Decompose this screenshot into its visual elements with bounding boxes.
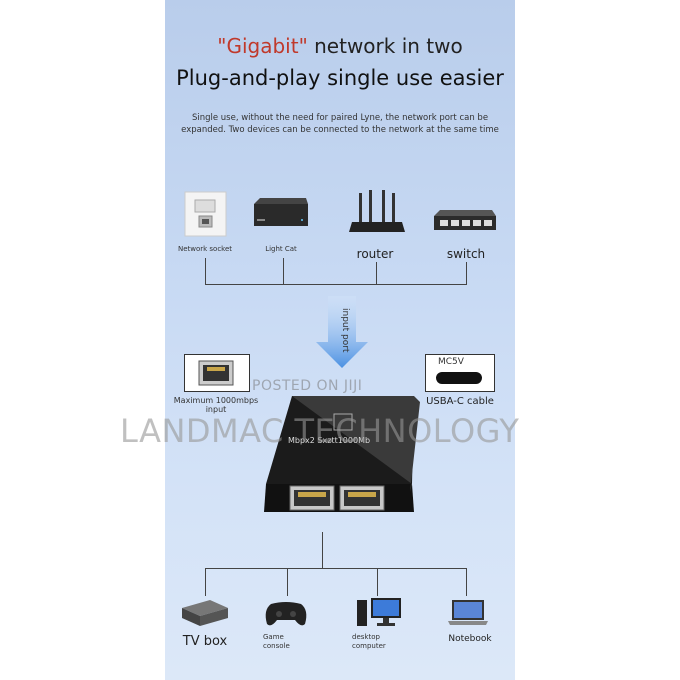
connector-line <box>322 532 323 568</box>
input-arrow-icon <box>314 296 370 368</box>
watermark-brand: LANDMAC TECHNOLOGY <box>120 412 520 450</box>
connector-line <box>376 262 377 284</box>
description-text: Single use, without the need for paired … <box>181 113 499 135</box>
input-port-label: input port <box>340 308 350 353</box>
connector-line <box>283 258 284 284</box>
network-socket-icon <box>183 190 228 238</box>
ethernet-port-icon <box>184 354 250 392</box>
title-highlight: "Gigabit" <box>217 34 308 58</box>
page-subtitle: Plug-and-play single use easier <box>176 66 504 90</box>
usb-c-slot <box>436 372 482 384</box>
switch-icon <box>432 206 498 234</box>
connector-bar <box>205 568 467 569</box>
connector-line <box>205 258 206 284</box>
usb-c-port-icon: MC5V <box>425 354 495 392</box>
connector-bar <box>205 284 467 285</box>
device-label: Mbpx2 Sxztt1000Mb <box>288 436 371 445</box>
output-label-notebook: Notebook <box>448 634 492 644</box>
connector-line <box>466 262 467 284</box>
usb-callout-label: USBA-C cable <box>426 396 494 407</box>
network-splitter-device: Mbpx2 Sxztt1000Mb <box>262 392 422 532</box>
source-label-network-socket: Network socket <box>177 245 233 253</box>
connector-line <box>205 568 206 596</box>
connector-line <box>466 568 467 596</box>
tv-box-icon <box>180 598 230 630</box>
gamepad-icon <box>263 600 309 628</box>
port-callout-label: Maximum 1000mbps input <box>173 396 259 414</box>
title-rest: network in two <box>307 34 463 58</box>
output-label-game-console: Game console <box>263 633 290 650</box>
page-title: "Gigabit" network in two <box>165 34 515 58</box>
watermark-posted: POSTED ON JIJI <box>252 378 363 394</box>
connector-line <box>287 568 288 596</box>
source-label-light-cat: Light Cat <box>265 245 297 253</box>
connector-line <box>377 568 378 596</box>
output-label-desktop-computer: desktop computer <box>352 633 386 650</box>
modem-icon <box>250 196 312 234</box>
output-label-tv-box: TV box <box>182 634 228 649</box>
usb-tag: MC5V <box>438 357 464 367</box>
desktop-computer-icon <box>357 596 403 628</box>
source-label-router: router <box>356 247 394 261</box>
router-icon <box>347 190 407 236</box>
source-label-switch: switch <box>446 247 486 261</box>
laptop-icon <box>446 598 490 628</box>
